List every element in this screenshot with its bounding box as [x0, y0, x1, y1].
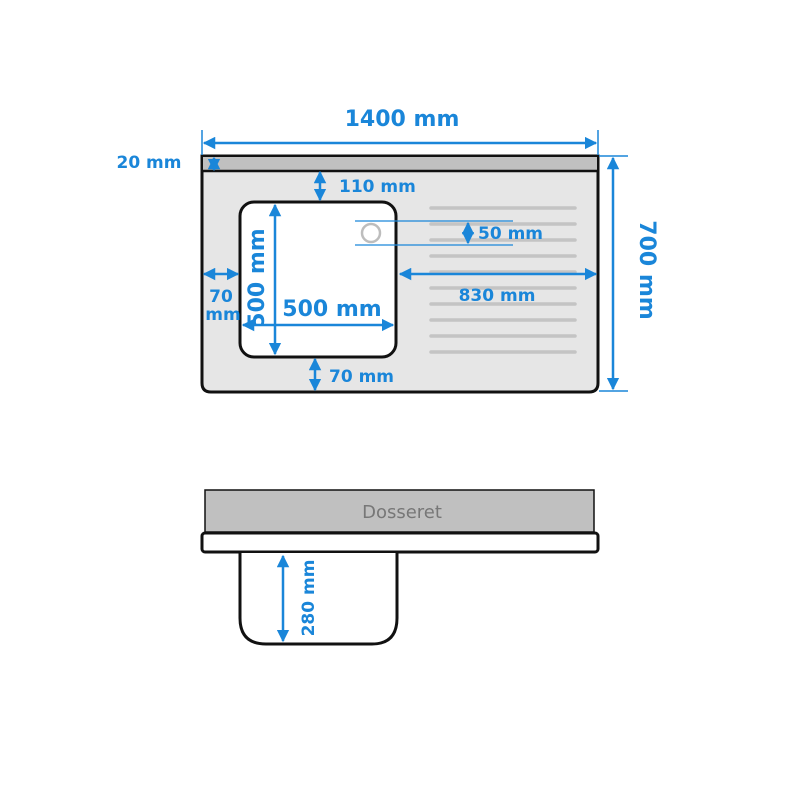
backsplash-label: Dosseret: [362, 502, 442, 523]
backsplash-height-label: 20 mm: [116, 153, 181, 173]
drainboard-width-label: 830 mm: [459, 286, 536, 306]
backsplash-panel: [204, 489, 595, 533]
total-depth-label: 700 mm: [634, 220, 659, 319]
dimension-drainboard-width: 830 mm: [398, 267, 598, 306]
dimension-backsplash-height: 20 mm: [116, 153, 221, 173]
dimension-total-depth: 700 mm: [599, 155, 659, 392]
side-view: Dosseret 280 mm: [200, 489, 600, 646]
left-margin-label-line2: mm: [205, 305, 240, 325]
dimension-left-margin: 70 mm: [202, 267, 241, 325]
bowl-depth-label: 280 mm: [299, 560, 319, 637]
drain-offset-label: 50 mm: [478, 224, 543, 244]
countertop-side-view: [200, 531, 600, 554]
bowl-width-label: 500 mm: [282, 297, 381, 322]
dimension-bowl-width: 500 mm: [241, 297, 395, 332]
dimension-front-margin-top: 110 mm: [313, 170, 416, 202]
backsplash-strip: [203, 157, 597, 170]
bottom-margin-label: 70 mm: [329, 367, 394, 387]
left-margin-label-line1: 70: [209, 287, 233, 307]
dimension-bowl-depth: 280 mm: [276, 554, 319, 643]
dimension-bottom-margin: 70 mm: [308, 357, 394, 392]
front-margin-top-label: 110 mm: [339, 177, 416, 197]
total-width-label: 1400 mm: [345, 107, 460, 132]
bowl-height-label: 500 mm: [245, 228, 270, 327]
drain-hole-icon: [360, 222, 382, 244]
top-view: 1400 mm 20 mm 700 mm 110 mm 50 mm: [116, 107, 659, 394]
dimension-total-width: 1400 mm: [201, 107, 599, 155]
dimension-drain-offset: 50 mm: [355, 220, 543, 246]
dimension-bowl-height: 500 mm: [245, 203, 282, 356]
